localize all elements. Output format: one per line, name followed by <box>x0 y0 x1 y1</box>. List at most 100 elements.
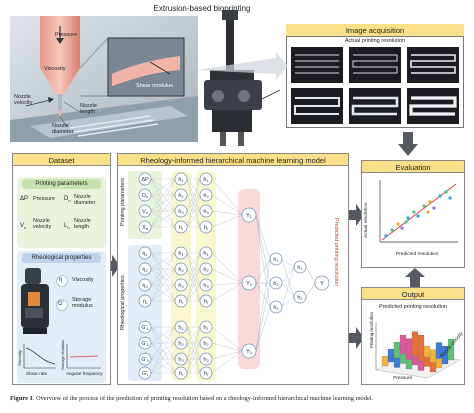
evaluation-panel <box>361 160 465 268</box>
nozzle-length-label: Nozzle length <box>80 103 97 115</box>
output-xlabel: Pressure <box>393 376 413 381</box>
hidden-node-layer4: h2 <box>293 290 307 304</box>
evaluation-point <box>406 216 410 220</box>
hidden-node-layer3: h1 <box>269 252 283 266</box>
svg-text:Xn: Xn <box>142 225 148 231</box>
svg-text:G'1: G'1 <box>141 325 148 331</box>
viscosity-symbol: η <box>59 277 63 283</box>
storage-modulus-symbol: G' <box>58 301 64 307</box>
input-panel-rheological <box>128 245 162 381</box>
svg-text:h1: h1 <box>178 325 183 331</box>
rheometer-image <box>21 268 49 334</box>
hidden-node-layer2: h1 <box>199 246 213 260</box>
evaluation-point <box>426 210 430 214</box>
image-acquisition-subtitle: Actual printing resolution <box>344 38 406 44</box>
param-symbol-pressure: ΔP <box>20 196 29 202</box>
input-node: Dn <box>138 188 152 202</box>
output-bar <box>399 334 407 355</box>
viscosity-plot <box>23 344 56 369</box>
output-bar <box>405 338 413 360</box>
svg-text:G'3: G'3 <box>141 357 148 363</box>
hidden-node-layer1: hi <box>174 294 188 308</box>
arrow-dataset-to-model <box>104 255 120 277</box>
hidden-node-layer2: h1 <box>199 320 213 334</box>
hidden-node-layer2: hi <box>199 220 213 234</box>
svg-text:Y: Y <box>320 281 324 287</box>
output-subtitle: Predicted printing resolution <box>378 304 448 310</box>
hidden-node-layer2: h2 <box>199 336 213 350</box>
output-bar <box>411 331 419 356</box>
shear-modulus-label: Shear modulus <box>136 83 173 89</box>
viscosity-label: Viscosity <box>44 66 66 72</box>
hidden-node-layer1: h2 <box>174 188 188 202</box>
bioprinting-illustration <box>10 16 198 142</box>
image-acquisition-title: Image acquisition <box>286 24 464 37</box>
hidden-node-layer1: h3 <box>174 352 188 366</box>
hidden-node-layer2: hi <box>199 366 213 380</box>
y-node: Y1 <box>241 207 257 223</box>
evaluation-point <box>444 190 448 194</box>
svg-text:h2: h2 <box>297 295 302 301</box>
svg-text:Y1: Y1 <box>246 213 252 219</box>
evaluation-point <box>422 204 426 208</box>
photo-3 <box>407 47 459 83</box>
output-bar-top <box>424 344 433 346</box>
svg-text:h3: h3 <box>203 283 208 289</box>
dataset-title: Dataset <box>12 153 111 166</box>
input-node: G'i <box>138 366 152 380</box>
input-node: Xn <box>138 220 152 234</box>
printing-parameters-title: Printing parameters <box>22 179 101 189</box>
arrow-model-to-output <box>348 327 364 349</box>
side-label-rheological: Rheological properties <box>120 275 126 330</box>
photo-5 <box>349 88 401 124</box>
evaluation-ylabel: Actual resolution <box>364 202 369 238</box>
hidden-node-layer2: h2 <box>199 188 213 202</box>
hidden-node-layer2: h1 <box>199 172 213 186</box>
final-output-node: Y <box>314 275 330 291</box>
evaluation-point <box>428 200 432 204</box>
output-bar-top <box>448 337 457 339</box>
photo-2 <box>349 47 401 83</box>
caption-label: Figure 1 <box>10 395 33 402</box>
svg-text:h1: h1 <box>203 177 208 183</box>
hidden-node-layer1: h2 <box>174 336 188 350</box>
hidden-band-2 <box>196 171 216 381</box>
evaluation-xlabel: Predicted resolution <box>396 252 439 257</box>
hidden-node-layer1: h1 <box>174 246 188 260</box>
param-label-pressure: Pressure <box>33 196 56 202</box>
param-symbol-diameter: Dn <box>64 196 71 204</box>
output-bar-top <box>436 340 445 343</box>
evaluation-point <box>412 210 416 214</box>
evaluation-point <box>404 220 408 224</box>
svg-text:h1: h1 <box>203 325 208 331</box>
output-bar <box>393 341 401 359</box>
predicted-resolution-label: Predicted printing resolution <box>333 218 339 287</box>
svg-text:h3: h3 <box>273 305 278 311</box>
evaluation-point <box>396 222 400 226</box>
svg-text:G'i: G'i <box>142 371 148 377</box>
evaluation-point <box>416 214 420 218</box>
evaluation-point <box>384 234 388 238</box>
svg-text:hi: hi <box>204 299 208 305</box>
photo-1 <box>291 47 343 83</box>
viscosity-symbol-circle <box>56 275 68 287</box>
storage-symbol-circle <box>56 299 68 311</box>
hidden-node-layer3: h3 <box>269 300 283 314</box>
side-label-printing: Printing parameters <box>120 178 126 226</box>
acquisition-arrow <box>196 52 288 80</box>
hidden-node-layer2: hi <box>199 294 213 308</box>
svg-text:ΔP: ΔP <box>141 177 149 183</box>
svg-text:h1: h1 <box>203 251 208 257</box>
hidden-node-layer2: h3 <box>199 352 213 366</box>
svg-text:η2: η2 <box>142 267 147 273</box>
svg-text:h3: h3 <box>178 357 183 363</box>
svg-text:h3: h3 <box>178 283 183 289</box>
evaluation-point <box>432 206 436 210</box>
evaluation-point <box>400 226 404 230</box>
rheological-properties-title: Rheological properties <box>22 253 101 263</box>
bioprinting-title: Extrusion-based bioprinting <box>153 4 251 13</box>
svg-text:G'2: G'2 <box>141 341 148 347</box>
svg-text:h2: h2 <box>178 193 183 199</box>
input-node: G'1 <box>138 320 152 334</box>
hidden-node-layer1: h1 <box>174 172 188 186</box>
